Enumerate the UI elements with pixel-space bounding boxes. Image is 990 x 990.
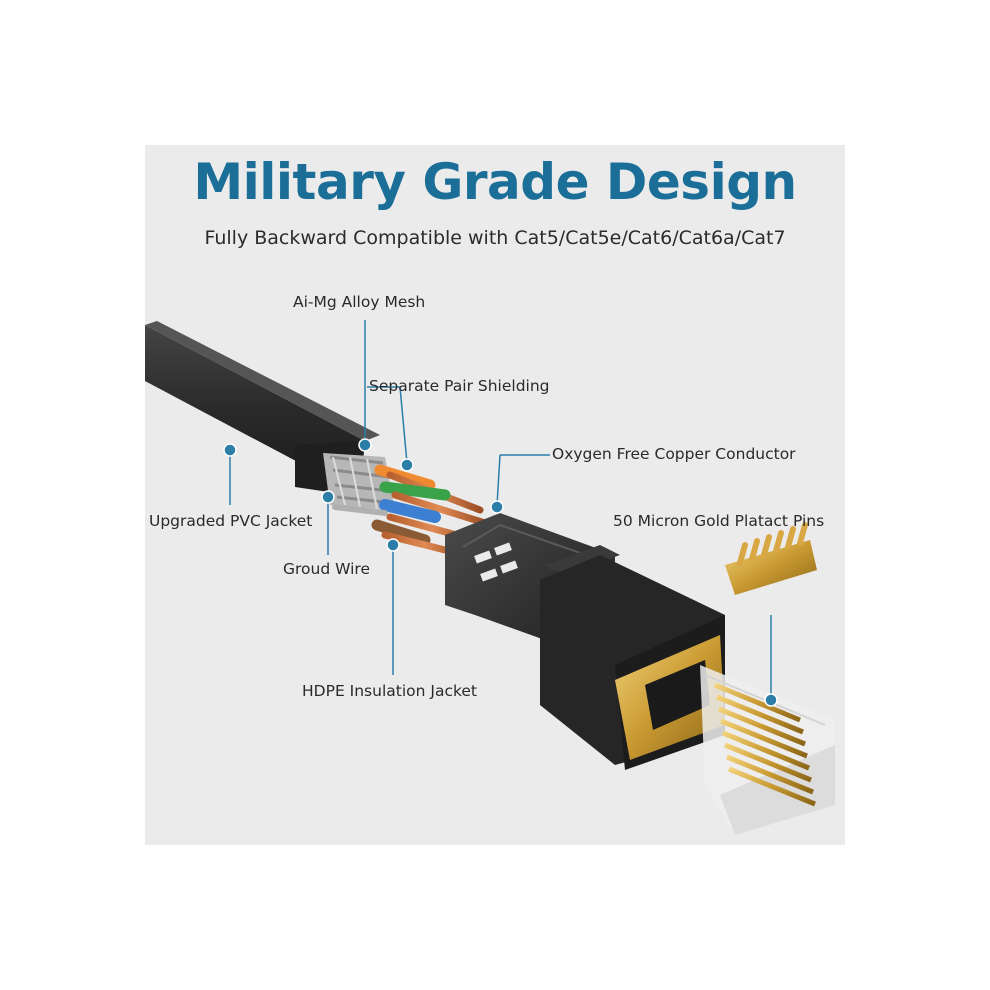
loose-gold-pin-strip [725,522,817,595]
callout-hdpe-jacket: HDPE Insulation Jacket [302,682,478,700]
rj45-connector-head [540,555,835,835]
callout-pair-shielding: Separate Pair Shielding [369,377,550,395]
callout-lines [223,320,778,707]
page-subtitle: Fully Backward Compatible with Cat5/Cat5… [204,227,786,249]
callout-gold-pins: 50 Micron Gold Platact Pins [613,512,825,530]
callout-alloy-mesh: Ai-Mg Alloy Mesh [293,293,426,311]
product-illustration-panel: Military Grade Design Fully Backward Com… [145,145,845,845]
page-title: Military Grade Design [193,153,797,211]
callout-pvc-jacket: Upgraded PVC Jacket [149,512,313,530]
connector-gold-pins [714,682,816,807]
cable-illustration [145,320,835,835]
callout-copper-conductor: Oxygen Free Copper Conductor [552,445,796,463]
callout-ground-wire: Groud Wire [283,560,370,578]
